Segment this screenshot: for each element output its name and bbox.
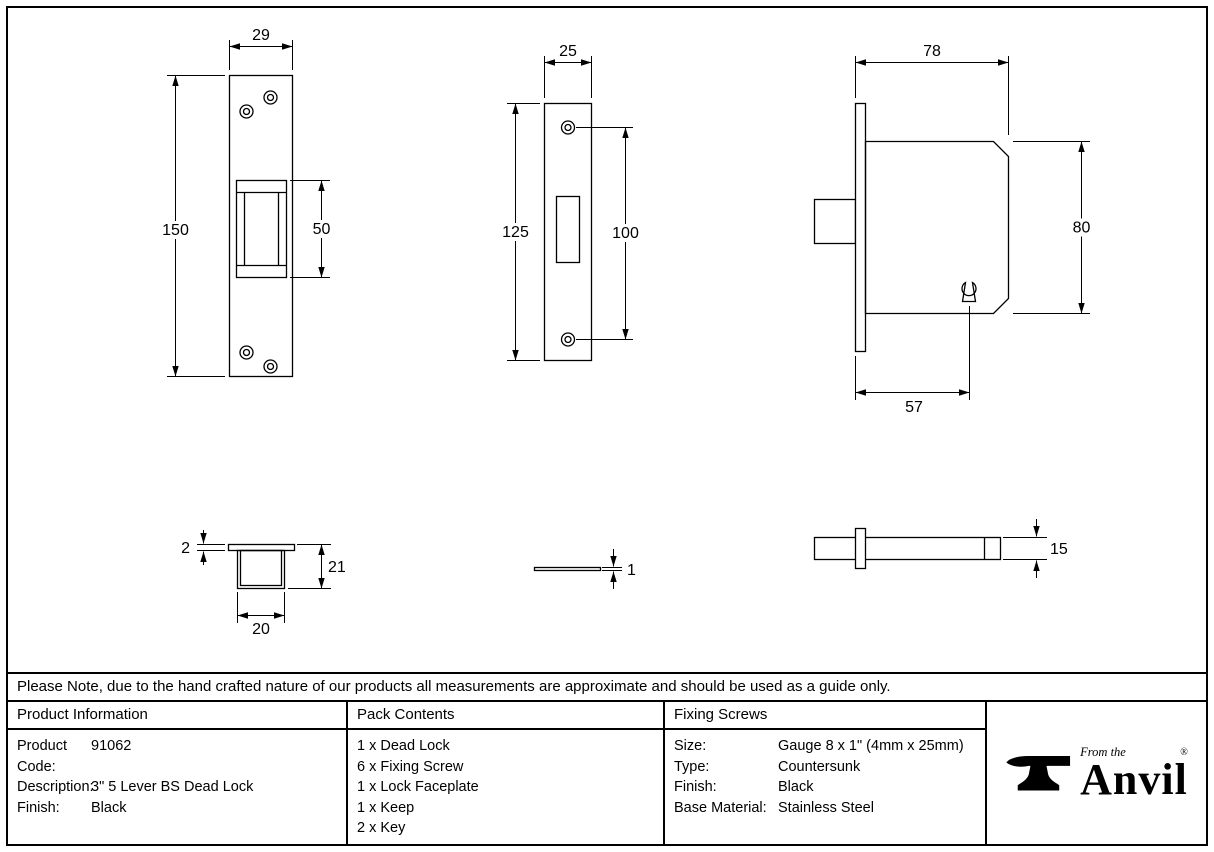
faceplate-front-dimensions [507, 56, 633, 361]
dim-body-height: 80 [1073, 220, 1091, 237]
keep-box-section [236, 549, 286, 590]
field-label: Finish: [17, 799, 60, 816]
lock-body-view [813, 102, 1010, 353]
label-mask [609, 224, 642, 242]
pack-item: 1 x Dead Lock [357, 738, 450, 754]
keep-section-view [227, 543, 296, 590]
note-bar: Please Note, due to the hand crafted nat… [8, 672, 1206, 702]
pack-item: 1 x Lock Faceplate [357, 779, 479, 795]
product-code-row: Product Code: 91062 [17, 736, 346, 777]
label-mask [499, 223, 532, 241]
keep-plate-section [227, 543, 296, 552]
field-label: Finish: [674, 779, 717, 795]
faceplate-edge-view [533, 566, 602, 572]
dim-faceplate-width: 25 [559, 43, 577, 60]
screw-hole [239, 345, 254, 360]
base-material-row: Base Material: Stainless Steel [674, 798, 985, 819]
brand-name: Anvil [1080, 754, 1188, 804]
lock-case [864, 140, 1010, 315]
pack-item: 6 x Fixing Screw [357, 758, 464, 775]
info-table: Product Information Product Code: 91062 … [8, 702, 1206, 844]
pack-contents-column: Pack Contents 1 x Dead Lock 6 x Fixing S… [348, 702, 665, 844]
dim-faceplate-thickness: 1 [627, 562, 636, 579]
lock-faceplate-edge [854, 102, 867, 353]
bolt-side-dimensions [1003, 519, 1047, 578]
fixing-screws-body: Size: Gauge 8 x 1" (4mm x 25mm) Type: Co… [665, 730, 985, 818]
field-value: Countersunk [778, 758, 861, 775]
screw-hole [560, 332, 576, 347]
bolt-slot [555, 195, 581, 264]
faceplate-front-view [543, 102, 593, 362]
product-information-column: Product Information Product Code: 91062 … [8, 702, 348, 844]
type-row: Type: Countersunk [674, 757, 985, 778]
product-information-body: Product Code: 91062 Description: 3" 5 Le… [8, 730, 346, 818]
dim-keep-plate-thickness: 2 [181, 540, 190, 557]
pack-item: 2 x Key [357, 820, 406, 836]
screw-hole [263, 359, 278, 374]
dim-keep-cutout: 50 [313, 221, 331, 238]
finish-row: Finish: Black [17, 798, 346, 819]
bolt-bar [813, 536, 1002, 561]
faceplate [543, 102, 593, 362]
field-label: Product Code: [17, 738, 67, 775]
fixing-screws-column: Fixing Screws Size: Gauge 8 x 1" (4mm x … [665, 702, 987, 844]
size-row: Size: Gauge 8 x 1" (4mm x 25mm) [674, 736, 985, 757]
faceplate-edge [533, 566, 602, 572]
dim-bolt-height: 15 [1050, 541, 1068, 558]
keyhole [961, 281, 977, 303]
dim-keep-height: 150 [162, 222, 189, 239]
field-label: Description: [17, 779, 94, 795]
dim-keep-box-width: 20 [252, 621, 270, 638]
field-value: 3" 5 Lever BS Dead Lock [91, 779, 254, 795]
brand-tagline-row: From the ® [1080, 744, 1188, 759]
dim-faceplate-height: 125 [502, 224, 529, 241]
product-information-header: Product Information [8, 702, 346, 730]
registered-mark: ® [1180, 746, 1188, 758]
keep-section-dimensions [197, 530, 331, 623]
field-label: Type: [674, 758, 710, 775]
keep-pocket [235, 179, 288, 279]
technical-drawings: 29 150 50 25 125 100 [159, 27, 1095, 638]
faceplate-edge-dimensions [602, 549, 622, 589]
fixing-screws-header: Fixing Screws [665, 702, 985, 730]
dim-body-depth: 78 [923, 43, 941, 60]
screw-hole [560, 120, 576, 135]
dead-bolt [813, 198, 857, 245]
field-value: Stainless Steel [778, 799, 874, 816]
description-row: Description: 3" 5 Lever BS Dead Lock [17, 777, 346, 798]
technical-drawings-area: 29 150 50 25 125 100 [8, 8, 1206, 672]
spec-sheet: 29 150 50 25 125 100 [6, 6, 1208, 846]
label-mask [308, 220, 335, 238]
dim-faceplate-holes: 100 [612, 225, 639, 242]
dim-keep-depth: 21 [328, 559, 346, 576]
screw-hole [239, 104, 254, 119]
keep-front-view [228, 74, 294, 378]
bolt-flange [854, 527, 867, 570]
brand-logo: From the ® Anvil [1005, 744, 1188, 804]
note-text: Please Note, due to the hand crafted nat… [17, 678, 891, 695]
dim-keep-width: 29 [252, 27, 270, 44]
label-mask [159, 221, 192, 239]
anvil-icon [1006, 756, 1071, 791]
label-mask [1068, 218, 1095, 237]
pack-contents-header: Pack Contents [348, 702, 663, 730]
screw-hole [263, 90, 278, 105]
field-value: Gauge 8 x 1" (4mm x 25mm) [778, 738, 964, 754]
field-value: Black [91, 799, 127, 816]
pack-item: 1 x Keep [357, 799, 415, 816]
screw-finish-row: Finish: Black [674, 777, 985, 798]
lock-body-dimensions [855, 56, 1090, 400]
field-value: 91062 [91, 738, 132, 754]
field-value: Black [778, 779, 814, 795]
dim-body-backset: 57 [905, 399, 923, 416]
brand-tagline: From the [1080, 744, 1126, 759]
bolt-side-view [813, 527, 1002, 570]
field-label: Size: [674, 738, 707, 754]
brand-cell: From the ® Anvil [987, 702, 1206, 844]
keep-plate [228, 74, 294, 378]
keep-front-dimensions [167, 40, 330, 377]
brand-text: From the ® Anvil [1080, 744, 1188, 804]
field-label: Base Material: [674, 799, 767, 816]
pack-contents-body: 1 x Dead Lock 6 x Fixing Screw 1 x Lock … [348, 730, 663, 839]
